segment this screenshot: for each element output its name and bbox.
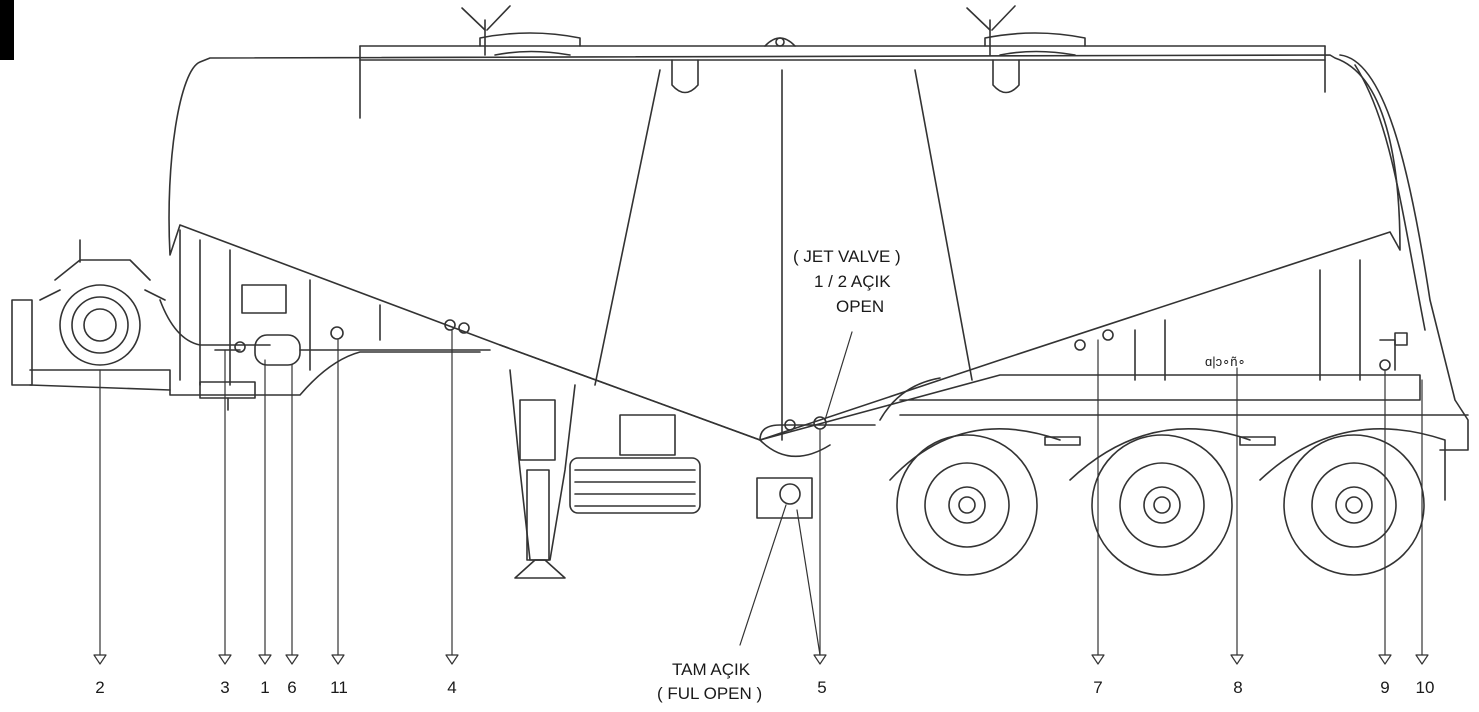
toolbox — [569, 457, 701, 514]
jet-valve-half-open-label: 1 / 2 AÇIK — [814, 272, 891, 291]
callout-4: 4 — [447, 678, 457, 697]
corner-mark — [0, 0, 14, 60]
full-open-english-label: ( FUL OPEN ) — [657, 684, 763, 703]
jet-valve-open-label: OPEN — [836, 297, 885, 316]
wheel-1 — [896, 434, 1038, 576]
callout-5: 5 — [817, 678, 827, 697]
chassis-front — [29, 351, 481, 396]
wheel-3 — [1283, 434, 1425, 576]
chassis-main — [499, 344, 1421, 441]
wheel-2 — [1091, 434, 1233, 576]
front-box — [241, 284, 287, 314]
callout-3: 3 — [220, 678, 230, 697]
jet-valve-label: ( JET VALVE ) — [793, 247, 901, 266]
manhole-rear — [966, 5, 1086, 56]
callout-6: 6 — [287, 678, 297, 697]
compressor — [11, 239, 271, 386]
callout-10: 10 — [1415, 678, 1435, 697]
tank-outline — [168, 54, 1401, 441]
leader-lines — [93, 329, 1429, 665]
air-tank — [214, 326, 491, 366]
full-open-label: TAM AÇIK — [672, 660, 751, 679]
callout-7: 7 — [1093, 678, 1103, 697]
landing-leg — [509, 369, 576, 579]
center-lug — [764, 37, 796, 47]
tank-right-cap-inner — [1354, 64, 1426, 331]
plate-text: ɑ|ɔ∘ñ∘ — [1205, 354, 1246, 369]
callout-2: 2 — [95, 678, 105, 697]
manhole-front — [461, 5, 581, 56]
callout-1: 1 — [260, 678, 270, 697]
callout-9: 9 — [1380, 678, 1390, 697]
tank-right-cap — [1339, 54, 1469, 451]
discharge-box — [756, 477, 813, 519]
callout-8: 8 — [1233, 678, 1243, 697]
callout-11: 11 — [330, 678, 348, 697]
